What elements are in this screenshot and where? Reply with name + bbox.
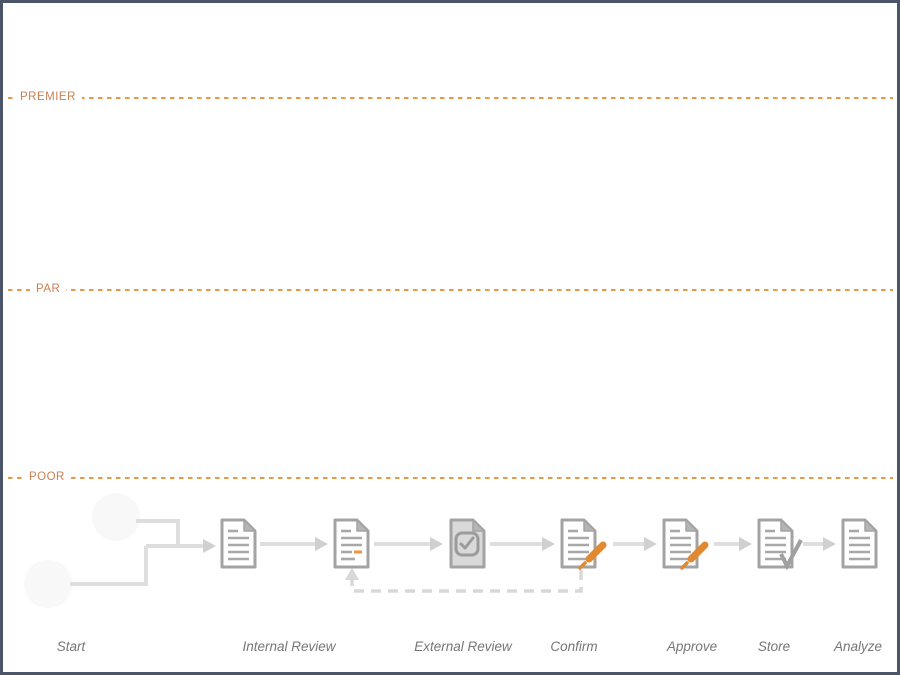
pen-icon [680, 541, 709, 570]
checkmark-icon [779, 539, 803, 571]
feedback-loop-dashed-arrow [345, 568, 583, 593]
pen-icon [578, 541, 607, 570]
step-label-start: Start [56, 639, 86, 654]
document-icon [837, 517, 881, 571]
document-pen-icon [556, 517, 612, 575]
document-highlighted-line-icon [329, 517, 373, 571]
premier-level-line: PREMIER [8, 89, 893, 105]
poor-level-line: POOR [8, 469, 893, 485]
document-checkmark-icon [753, 517, 811, 575]
step-label-internal-review: Internal Review [242, 639, 336, 654]
step-label-analyze: Analyze [833, 639, 883, 654]
document-pen-icon [658, 517, 714, 575]
step-label-external-review: External Review [414, 639, 512, 654]
poor-level-label: POOR [23, 469, 71, 485]
par-level-label: PAR [30, 281, 67, 297]
arrowhead [203, 539, 216, 553]
step-label-store: Store [757, 639, 791, 654]
document-icon [216, 517, 260, 571]
step-label-confirm: Confirm [550, 639, 598, 654]
document-checkbox-icon [445, 517, 489, 571]
step-label-approve: Approve [666, 639, 718, 654]
premier-level-label: PREMIER [14, 89, 82, 105]
par-level-line: PAR [8, 281, 893, 297]
start-connector-lines [70, 519, 204, 586]
start-branch-circles [24, 493, 140, 608]
